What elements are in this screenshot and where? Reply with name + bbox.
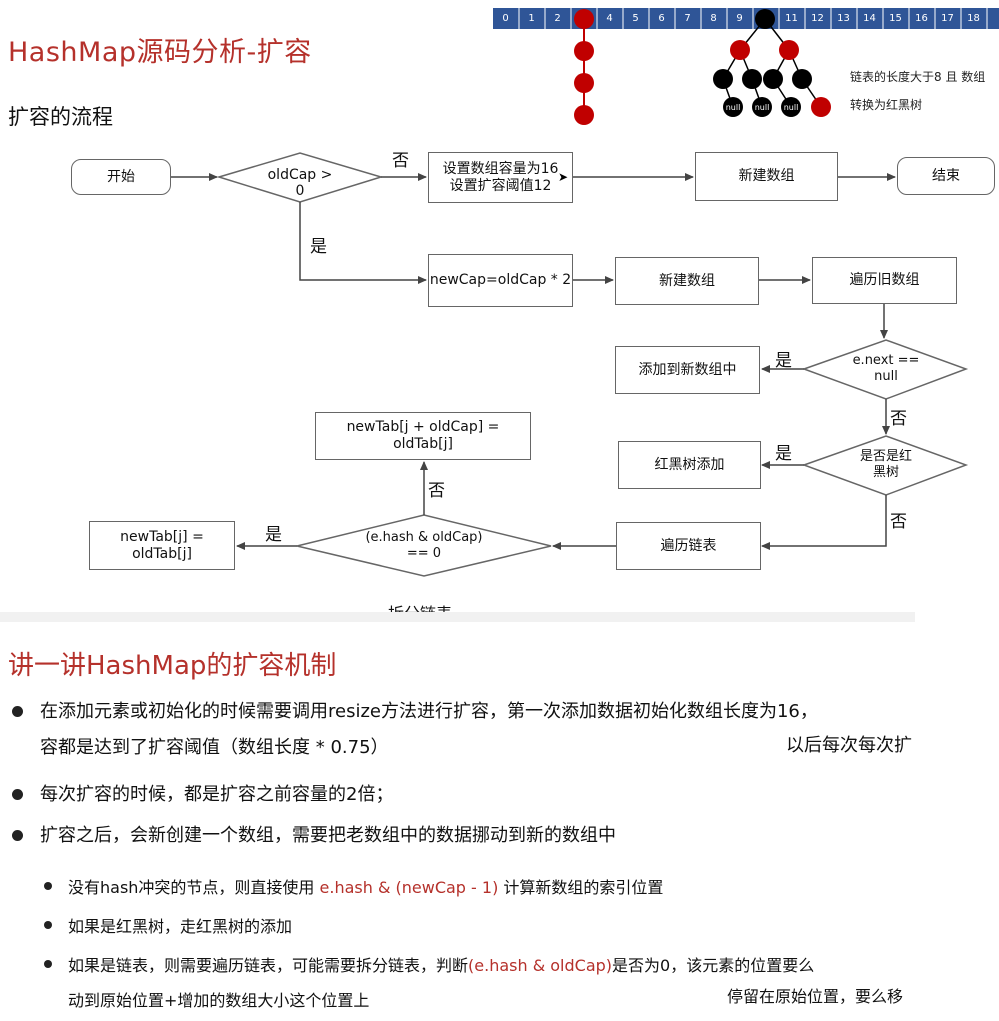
cond-is-tree: 是否是红 黑树 <box>840 449 932 481</box>
sub-bullet-1-pre: 没有hash冲突的节点，则直接使用 <box>68 878 320 897</box>
bullet-3: 扩容之后，会新创建一个数组，需要把老数组中的数据挪动到新的数组中 <box>40 825 616 846</box>
init-capacity-line1: 设置数组容量为16 <box>442 160 559 177</box>
tree-node <box>779 40 799 60</box>
sub-bullet-3-overlay: 停留在原始位置，要么移 <box>727 987 904 1006</box>
array-index: 1 <box>528 13 535 24</box>
array-index: 4 <box>606 13 613 24</box>
cond-next-line2: null <box>874 369 898 384</box>
bullet-1-line1: 在添加元素或初始化的时候需要调用resize方法进行扩容，第一次添加数据初始化数… <box>40 701 818 722</box>
tree-node <box>742 69 762 89</box>
array-index: 5 <box>632 13 639 24</box>
array-index: 14 <box>863 13 876 24</box>
tree-null-node <box>723 97 743 117</box>
tree-node <box>713 69 733 89</box>
null-label: null <box>726 103 741 112</box>
flowchart-connectors <box>171 152 969 577</box>
cond-hash-line2: == 0 <box>406 546 442 561</box>
flow-tree-add: 红黑树添加 <box>618 441 761 489</box>
null-label: null <box>755 103 770 112</box>
label-yes-tree: 是 <box>775 444 792 464</box>
cond-hash: (e.hash & oldCap) == 0 <box>354 530 494 562</box>
bullet-dot <box>12 706 23 717</box>
cond-hash-line1: (e.hash & oldCap) <box>365 530 483 545</box>
flow-iterate-old: 遍历旧数组 <box>812 257 957 304</box>
sub-bullet-3-pre: 如果是链表，则需要遍历链表，可能需要拆分链表，判断 <box>68 956 469 975</box>
sub-bullet-dot <box>44 882 52 890</box>
tree-note-line1: 链表的长度大于8 且 数组 <box>850 70 986 84</box>
list-node <box>574 41 594 61</box>
list-and-tree-illustration: null null null <box>574 9 831 125</box>
cond-next-line1: e.next == <box>852 353 920 368</box>
mouse-cursor-icon: ➤ <box>558 170 569 184</box>
label-yes-oldcap: 是 <box>310 237 327 257</box>
bullet-dot <box>12 789 23 800</box>
bullet-1-line2: 容都是达到了扩容阈值（数组长度 * 0.75） <box>40 737 389 758</box>
flow-end: 结束 <box>897 157 995 195</box>
tree-node <box>811 97 831 117</box>
cond-tree-line1: 是否是红 <box>859 449 912 464</box>
sub-bullet-1: 没有hash冲突的节点，则直接使用 e.hash & (newCap - 1) … <box>68 874 663 898</box>
array-index: 7 <box>684 13 691 24</box>
bullet-dot <box>12 830 23 841</box>
array-index: 0 <box>502 13 509 24</box>
array-index: 13 <box>837 13 850 24</box>
tree-null-node <box>781 97 801 117</box>
flow-add-new-array: 添加到新数组中 <box>615 346 760 394</box>
init-capacity-line2: 设置扩容阈值12 <box>449 177 552 194</box>
label-yes-hash: 是 <box>265 525 282 545</box>
sub-bullet-3: 如果是链表，则需要遍历链表，可能需要拆分链表，判断(e.hash & oldCa… <box>68 952 814 976</box>
sub-bullet-3-code: (e.hash & oldCap) <box>468 956 613 975</box>
list-node <box>574 105 594 125</box>
sub-bullet-2: 如果是红黑树，走红黑树的添加 <box>68 917 293 936</box>
flow-move-index: newTab[j + oldCap] = oldTab[j] <box>315 412 531 460</box>
tree-node <box>755 9 775 29</box>
tree-node <box>763 69 783 89</box>
label-no-oldcap: 否 <box>392 151 409 171</box>
label-no-next: 否 <box>890 409 907 429</box>
label-no-hash: 否 <box>428 481 445 501</box>
cond-oldcap-label: oldCap > 0 <box>267 167 333 199</box>
tree-note-line2: 转换为红黑树 <box>850 98 923 112</box>
slide-subtitle: 扩容的流程 <box>8 105 113 129</box>
bullet-1-overlay: 以后每次每次扩 <box>786 735 912 756</box>
array-index: 9 <box>736 13 743 24</box>
slide-title: HashMap源码分析-扩容 <box>8 37 312 68</box>
flow-new-array-top: 新建数组 <box>695 152 838 201</box>
label-no-tree: 否 <box>890 512 907 532</box>
sub-bullet-3-post: 是否为0，该元素的位置要么 <box>612 956 815 975</box>
sub-bullet-3-line2: 动到原始位置+增加的数组大小这个位置上 <box>68 991 370 1010</box>
list-node <box>574 9 594 29</box>
sub-bullet-dot <box>44 960 52 968</box>
array-index: 17 <box>941 13 954 24</box>
tree-node <box>730 40 750 60</box>
sub-bullet-dot <box>44 921 52 929</box>
flow-start: 开始 <box>71 159 171 195</box>
section-title: 讲一讲HashMap的扩容机制 <box>8 651 337 681</box>
array-index: 15 <box>889 13 902 24</box>
array-index: 16 <box>915 13 928 24</box>
sub-bullet-1-code: e.hash & (newCap - 1) <box>319 878 499 897</box>
array-index: 18 <box>967 13 980 24</box>
flow-double-capacity: newCap=oldCap * 2 <box>428 254 573 307</box>
list-node <box>574 73 594 93</box>
divider-shade <box>0 612 915 622</box>
bullet-2: 每次扩容的时候，都是扩容之前容量的2倍； <box>40 784 394 805</box>
sub-bullet-1-post: 计算新数组的索引位置 <box>498 878 664 897</box>
flow-same-index: newTab[j] = oldTab[j] <box>89 521 235 570</box>
flow-iterate-list: 遍历链表 <box>616 522 761 570</box>
array-index: 8 <box>710 13 717 24</box>
array-index: 11 <box>785 13 798 24</box>
array-index: 6 <box>658 13 665 24</box>
flow-new-array-mid: 新建数组 <box>615 257 759 305</box>
tree-node <box>792 69 812 89</box>
label-yes-next: 是 <box>775 351 792 371</box>
flow-init-capacity: 设置数组容量为16 设置扩容阈值12 <box>428 152 573 203</box>
tree-null-node <box>752 97 772 117</box>
null-label: null <box>784 103 799 112</box>
array-index: 2 <box>554 13 561 24</box>
cond-next-null: e.next == null <box>840 353 932 385</box>
cond-tree-line2: 黑树 <box>872 465 899 480</box>
array-index: 12 <box>811 13 824 24</box>
